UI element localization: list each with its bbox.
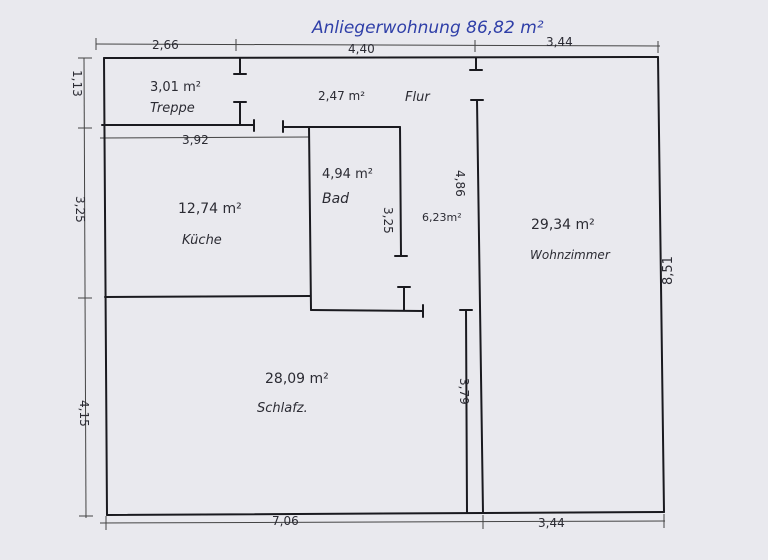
dim-left-top: 1,13 xyxy=(70,70,84,97)
dim-hall-height: 4,86 xyxy=(453,170,467,197)
outer-wall-left xyxy=(103,57,108,516)
room-labels: 3,01 m² Treppe 2,47 m² Flur 12,74 m² Küc… xyxy=(150,80,611,416)
flur-area: 2,47 m² xyxy=(318,89,365,103)
bad-area: 4,94 m² xyxy=(322,167,373,182)
walls xyxy=(101,56,665,516)
dim-bottom-right: 3,44 xyxy=(538,516,565,530)
dim-left-middle: 3,25 xyxy=(73,196,87,223)
plan-title: Anliegerwohnung 86,82 m² xyxy=(311,18,544,38)
bad-wall-right xyxy=(399,126,402,257)
dim-top-left: 2,66 xyxy=(152,38,179,52)
hall-wall-lower xyxy=(465,309,468,513)
hall-area: 6,23m² xyxy=(422,211,462,224)
dimension-labels: 2,66 4,40 3,44 7,06 3,44 3,92 1,13 3,25 … xyxy=(70,35,676,530)
dim-bottom-left: 7,06 xyxy=(272,514,299,528)
flur-name: Flur xyxy=(405,90,431,105)
bad-wall-bottom xyxy=(310,309,424,312)
treppe-name: Treppe xyxy=(150,101,195,116)
bad-wall-left xyxy=(308,126,312,311)
left-dimension-line xyxy=(83,57,87,519)
dim-right-side: 8,51 xyxy=(661,256,676,285)
dim-kitchen-width: 3,92 xyxy=(182,133,209,147)
top-dimension-line xyxy=(95,43,661,47)
kitchen-wall-bottom xyxy=(104,295,311,298)
wohnzimmer-area: 29,34 m² xyxy=(531,217,595,233)
kueche-name: Küche xyxy=(182,233,222,248)
schlafzimmer-area: 28,09 m² xyxy=(265,371,329,387)
outer-wall-bottom xyxy=(106,511,665,516)
schlafzimmer-name: Schlafz. xyxy=(257,401,308,416)
dim-bad-height: 3,25 xyxy=(381,207,395,234)
dimension-lines xyxy=(78,38,666,530)
dim-left-bottom: 4,15 xyxy=(77,400,91,427)
dim-lower-hall-height: 3,79 xyxy=(457,378,471,405)
bottom-dimension-line xyxy=(99,520,666,524)
dim-top-right: 3,44 xyxy=(546,35,573,49)
bad-name: Bad xyxy=(322,191,349,207)
outer-wall-right xyxy=(657,56,665,513)
wohn-wall-left xyxy=(476,99,484,514)
dim-top-middle: 4,40 xyxy=(348,42,375,56)
treppe-area: 3,01 m² xyxy=(150,80,201,95)
kitchen-dimension-line xyxy=(99,136,311,139)
kueche-area: 12,74 m² xyxy=(178,201,242,217)
outer-wall-top xyxy=(103,56,659,59)
wohnzimmer-name: Wohnzimmer xyxy=(530,248,611,262)
